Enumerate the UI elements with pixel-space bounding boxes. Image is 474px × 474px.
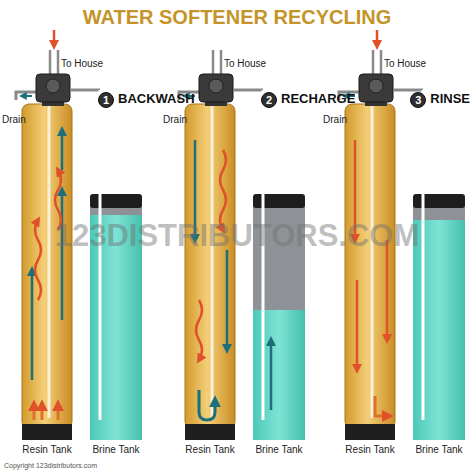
- step-circle: 2RECHARGE: [261, 92, 277, 108]
- tank-label: Resin Tank: [22, 444, 71, 456]
- pipe-label: To House: [61, 58, 103, 70]
- tank-label: Brine Tank: [255, 444, 302, 456]
- step-heading: RECHARGE: [281, 92, 355, 107]
- step-circle: 3RINSE: [410, 92, 426, 108]
- tank-label: Resin Tank: [185, 444, 234, 456]
- step-number: 2: [262, 93, 276, 107]
- pipe-label: Drain: [323, 114, 347, 126]
- step-number: 1: [99, 93, 113, 107]
- pipe-label: To House: [224, 58, 266, 70]
- tank-label: Brine Tank: [92, 444, 139, 456]
- step-number: 3: [411, 93, 425, 107]
- diagram-title: WATER SOFTENER RECYCLING: [83, 6, 392, 29]
- pipe-label: To House: [384, 58, 426, 70]
- tank-label: Resin Tank: [345, 444, 394, 456]
- step-heading: RINSE: [430, 92, 470, 107]
- step-circle: 1BACKWASH: [98, 92, 114, 108]
- watermark: 123DISTRIBUTORS.COM: [55, 218, 420, 254]
- copyright-note: Copyright 123distributors.com: [4, 462, 97, 470]
- step-heading: BACKWASH: [118, 92, 195, 107]
- pipe-label: Drain: [163, 114, 187, 126]
- pipe-label: Drain: [2, 114, 26, 126]
- tank-label: Brine Tank: [415, 444, 462, 456]
